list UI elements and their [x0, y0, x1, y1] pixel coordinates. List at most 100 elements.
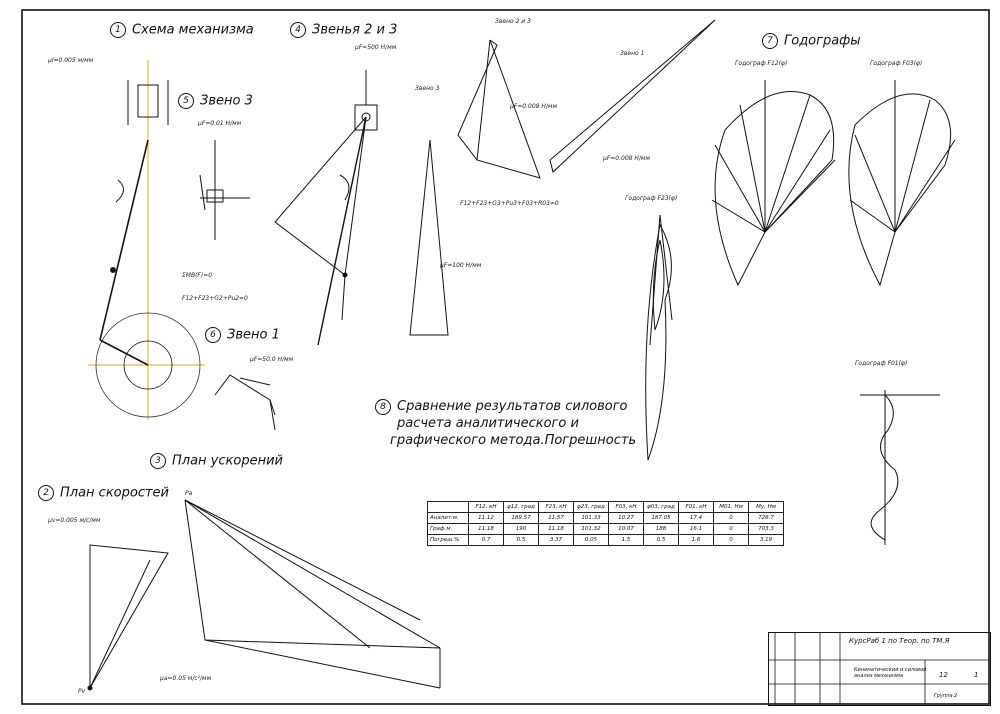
- heading-text: План скоростей: [60, 485, 170, 501]
- hodograph-f12: [711, 80, 836, 287]
- table-cell: 0: [713, 512, 749, 524]
- diagram-label: Звено 2 и 3: [495, 18, 531, 25]
- link1-diagram: [214, 374, 276, 431]
- table-cell: 10.27: [608, 512, 644, 524]
- table-header: F03, кН: [608, 501, 644, 513]
- table-cell: 189.57: [503, 512, 539, 524]
- scale-label: μF=50.0 Н/мм: [250, 356, 294, 363]
- table-cell: 17.4: [678, 512, 714, 524]
- scale-label: μF=0.01 Н/мм: [198, 120, 242, 127]
- table-cell: 1.6: [678, 534, 714, 546]
- table-cell: 190: [503, 523, 539, 535]
- heading-velocity-plan: 2 План скоростей: [38, 485, 169, 501]
- diagram-label: Звено 3: [415, 85, 440, 92]
- heading-mechanism-scheme: 1 Схема механизма: [110, 22, 254, 38]
- heading-links-2-3: 4 Звенья 2 и 3: [290, 22, 397, 38]
- heading-number: 3: [150, 453, 166, 469]
- drawing-name: Кинематический и силовой анализ механизм…: [854, 667, 927, 679]
- table-header: F01, кН: [678, 501, 714, 513]
- table-cell: 101.33: [573, 512, 609, 524]
- sheet-count: 1: [974, 671, 979, 679]
- comparison-table: F12, кН φ12, град F23, кН φ23, град F03,…: [427, 501, 784, 546]
- link3-diagram: [199, 140, 250, 240]
- scale-label: μv=0.005 м/с/мм: [48, 517, 101, 524]
- table-header: F23, кН: [538, 501, 574, 513]
- table-cell: 726.7: [748, 512, 784, 524]
- table-cell: 0: [713, 534, 749, 546]
- hodograph-label: Годограф F12(φ): [735, 60, 788, 67]
- velocity-plan: [87, 544, 169, 691]
- mechanism-scheme: [88, 60, 205, 420]
- table-header: φ23, град: [573, 501, 609, 513]
- sheet-frame: [21, 9, 990, 705]
- table-cell: Граф.м.: [427, 523, 469, 535]
- link3-force-polygon: [409, 139, 449, 336]
- table-cell: 0.5: [643, 534, 679, 546]
- heading-number: 7: [762, 33, 778, 49]
- table-cell: 101.32: [573, 523, 609, 535]
- table-header: φ12, град: [503, 501, 539, 513]
- table-cell: 11.12: [468, 512, 504, 524]
- hodograph-f23: [645, 214, 673, 461]
- table-cell: 11.18: [468, 523, 504, 535]
- heading-comparison: 8 Сравнение результатов силового расчета …: [375, 398, 636, 449]
- equation: ΣMB(F)=0: [182, 272, 213, 279]
- table-cell: 3.37: [538, 534, 574, 546]
- table-cell: 11.57: [538, 512, 574, 524]
- heading-number: 5: [178, 93, 194, 109]
- heading-text: графического метода.Погрешность: [390, 433, 637, 448]
- table-cell: 1.5: [608, 534, 644, 546]
- table-cell: 10.07: [608, 523, 644, 535]
- heading-number: 6: [205, 327, 221, 343]
- table-header: Mу, Нм: [748, 501, 784, 513]
- heading-text: Сравнение результатов силового: [397, 399, 628, 414]
- heading-text: Звено 1: [227, 327, 280, 343]
- equation: F12+F23+G3+Pu3+F03+R03=0: [460, 200, 559, 207]
- table-cell: 703.3: [748, 523, 784, 535]
- pole-label: Pa: [185, 490, 193, 497]
- table-cell: 0.05: [573, 534, 609, 546]
- hodograph-label: Годограф F23(φ): [625, 195, 678, 202]
- heading-text: Схема механизма: [132, 22, 254, 38]
- hodograph-f01: [860, 390, 940, 545]
- table-cell: 3.19: [748, 534, 784, 546]
- group-label: Группа 2: [934, 693, 958, 699]
- table-cell: Аналит.м.: [427, 512, 469, 524]
- title-block-lines: [768, 632, 989, 704]
- table-cell: 0.5: [503, 534, 539, 546]
- table-cell: Погреш.%: [427, 534, 469, 546]
- table-cell: 16.1: [678, 523, 714, 535]
- scale-label: μF=500 Н/мм: [355, 44, 397, 51]
- drawing-title: КурсРаб 1 по Теор. по ТМ.Я: [849, 637, 950, 645]
- heading-text: Звено 3: [200, 93, 253, 109]
- scale-label: μa=0.05 м/с²/мм: [160, 675, 212, 682]
- table-cell: 188: [643, 523, 679, 535]
- heading-link-3: 5 Звено 3: [178, 93, 253, 109]
- table-cell: 187.05: [643, 512, 679, 524]
- heading-number: 8: [375, 398, 391, 415]
- force-polygon-1: [549, 19, 716, 173]
- heading-number: 4: [290, 22, 306, 38]
- hodograph-f03: [848, 80, 956, 287]
- table-header-row: F12, кН φ12, град F23, кН φ23, град F03,…: [427, 501, 784, 513]
- equation: F12+F23+G2+Pu2=0: [182, 295, 248, 302]
- sheet-number: 12: [939, 671, 948, 679]
- heading-text: Звенья 2 и 3: [312, 22, 398, 38]
- heading-number: 2: [38, 485, 54, 501]
- links-2-3-diagram: [274, 70, 378, 346]
- heading-text: расчета аналитического и: [397, 416, 579, 431]
- table-cell: 11.18: [538, 523, 574, 535]
- table-header: F12, кН: [468, 501, 504, 513]
- acceleration-plan: [184, 499, 441, 689]
- hodograph-label: Годограф F03(φ): [870, 60, 923, 67]
- scale-label: μF=0.008 Н/мм: [510, 103, 557, 110]
- heading-number: 1: [110, 22, 126, 38]
- table-header: [427, 501, 469, 513]
- table-header: M01, Нм: [713, 501, 749, 513]
